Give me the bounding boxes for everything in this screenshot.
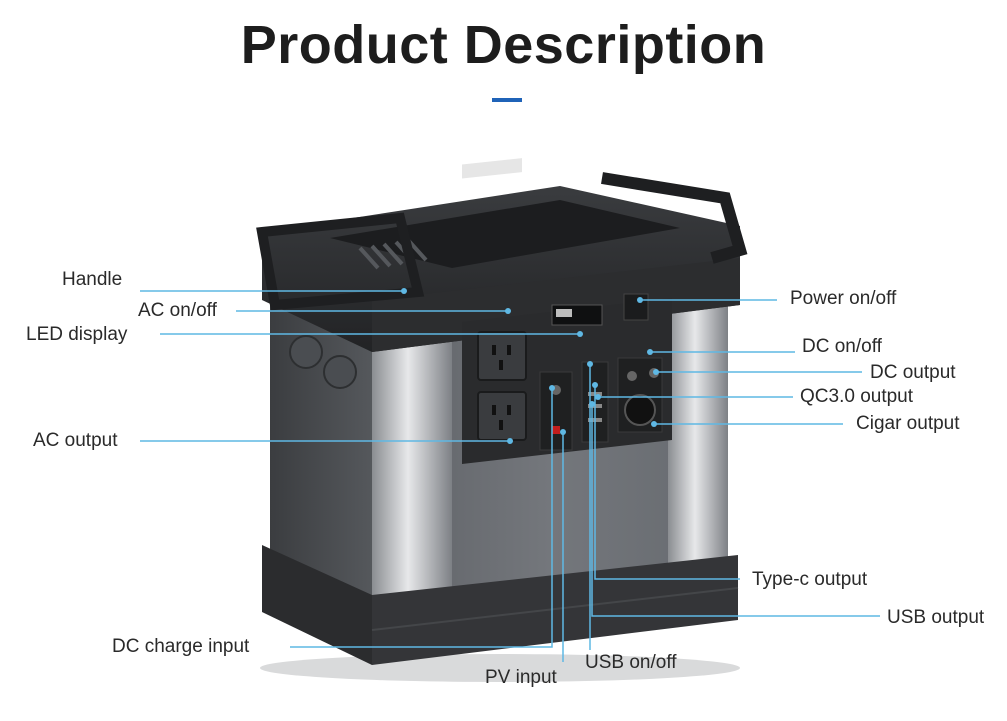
side-vent-icon bbox=[289, 335, 323, 369]
side-vent-icon bbox=[323, 355, 357, 389]
power-button bbox=[623, 293, 649, 321]
label-pv-input: PV input bbox=[485, 667, 557, 688]
leader-dots bbox=[401, 288, 659, 444]
dc-input-module bbox=[539, 371, 573, 451]
handle-right bbox=[601, 172, 748, 264]
label-handle: Handle bbox=[62, 269, 123, 290]
leader-type-c-output bbox=[594, 385, 740, 580]
ac-socket-pins bbox=[492, 345, 511, 430]
leader-dc-charge-input bbox=[290, 388, 553, 648]
label-ac-on-off: AC on/off bbox=[138, 300, 217, 321]
label-power-on-off: Power on/off bbox=[790, 288, 897, 309]
leader-lines bbox=[140, 290, 880, 662]
label-led-display: LED display bbox=[26, 324, 128, 345]
leader-usb-output bbox=[591, 404, 880, 617]
label-dc-on-off: DC on/off bbox=[802, 336, 882, 357]
label-cigar-output: Cigar output bbox=[856, 413, 960, 434]
label-usb-output: USB output bbox=[887, 607, 985, 628]
bottom-bumper bbox=[262, 545, 372, 665]
title-accent-bar bbox=[492, 98, 522, 102]
label-dc-charge-input: DC charge input bbox=[112, 636, 250, 657]
ac-socket-1 bbox=[477, 331, 527, 381]
corner-pillar-left bbox=[372, 335, 452, 650]
handle-left bbox=[256, 212, 425, 311]
page-title: Product Description bbox=[240, 15, 767, 75]
label-qc3-output: QC3.0 output bbox=[800, 386, 914, 407]
corner-pillar-right bbox=[668, 300, 728, 608]
top-label-sticker bbox=[462, 158, 522, 179]
label-type-c-output: Type-c output bbox=[752, 569, 868, 590]
cigar-socket bbox=[624, 394, 656, 426]
label-usb-on-off: USB on/off bbox=[585, 652, 677, 673]
label-ac-output: AC output bbox=[33, 430, 118, 451]
ac-socket-2 bbox=[477, 391, 527, 441]
label-dc-output: DC output bbox=[870, 362, 956, 383]
